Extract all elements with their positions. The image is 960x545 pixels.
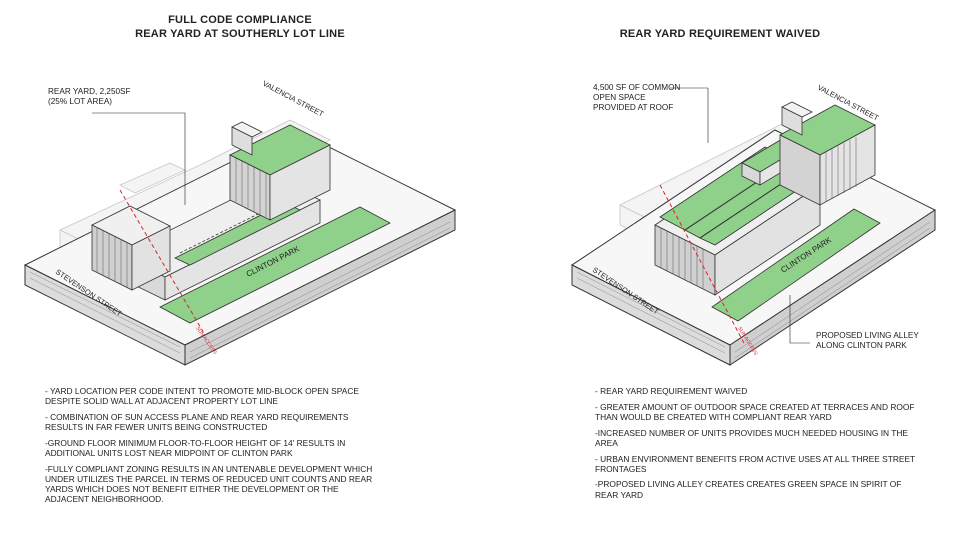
left-notes: - YARD LOCATION PER CODE INTENT TO PROMO… [45,386,375,510]
left-rear-yard-callout: REAR YARD, 2,250SF (25% LOT AREA) [48,87,131,107]
right-alley-callout: PROPOSED LIVING ALLEY ALONG CLINTON PARK [816,331,919,351]
right-valencia-building [779,101,876,206]
left-note-2: - COMBINATION OF SUN ACCESS PLANE AND RE… [45,411,349,433]
right-roof-callout-leader [670,87,709,143]
left-callout-line2: (25% LOT AREA) [48,97,113,106]
left-callout-line1: REAR YARD, 2,250SF [48,87,131,96]
right-note-1: - REAR YARD REQUIREMENT WAIVED [595,386,748,396]
left-clinton-park-strip [159,206,391,324]
left-valencia-building [229,121,331,221]
right-alley-line1: PROPOSED LIVING ALLEY [816,331,919,340]
right-roof-callout: 4,500 SF OF COMMON OPEN SPACE PROVIDED A… [593,83,680,113]
right-note-3: -INCREASED NUMBER OF UNITS PROVIDES MUCH… [595,427,909,448]
right-callout-line1: 4,500 SF OF COMMON [593,83,681,92]
left-title-line1: FULL CODE COMPLIANCE [168,14,312,26]
left-note-1: - YARD LOCATION PER CODE INTENT TO PROMO… [45,386,359,407]
left-title-line2: REAR YARD AT SOUTHERLY LOT LINE [135,28,345,40]
right-alley-callout-leader [789,295,810,344]
right-callout-line3: PROVIDED AT ROOF [593,103,674,112]
left-sun-access-line [119,189,206,336]
right-notes: - REAR YARD REQUIREMENT WAIVED - GREATER… [595,386,925,505]
left-note-3: -GROUND FLOOR MINIMUM FLOOR-TO-FLOOR HEI… [45,437,346,459]
left-note-4: -FULLY COMPLIANT ZONING RESULTS IN AN UN… [45,463,373,505]
left-front-building [91,205,171,291]
right-panel: REAR YARD REQUIREMENT WAIVED CLINTON PAR… [480,0,960,545]
right-alley-line2: ALONG CLINTON PARK [816,341,907,350]
right-note-4: - URBAN ENVIRONMENT BENEFITS FROM ACTIVE… [595,453,916,474]
right-title: REAR YARD REQUIREMENT WAIVED [619,28,821,40]
left-valencia-street-label: VALENCIA STREET [261,79,325,119]
left-axonometric-diagram: CLINTON PARK [23,79,457,366]
right-axonometric-diagram: CLINTON PARK [571,83,936,366]
right-sun-access-line [659,184,746,346]
right-note-2: - GREATER AMOUNT OF OUTDOOR SPACE CREATE… [595,401,915,422]
left-panel: FULL CODE COMPLIANCE REAR YARD AT SOUTHE… [23,14,457,510]
right-note-5: -PROPOSED LIVING ALLEY CREATES CREATES G… [595,479,902,500]
right-callout-line2: OPEN SPACE [593,93,646,102]
left-callout-leader [92,112,186,205]
